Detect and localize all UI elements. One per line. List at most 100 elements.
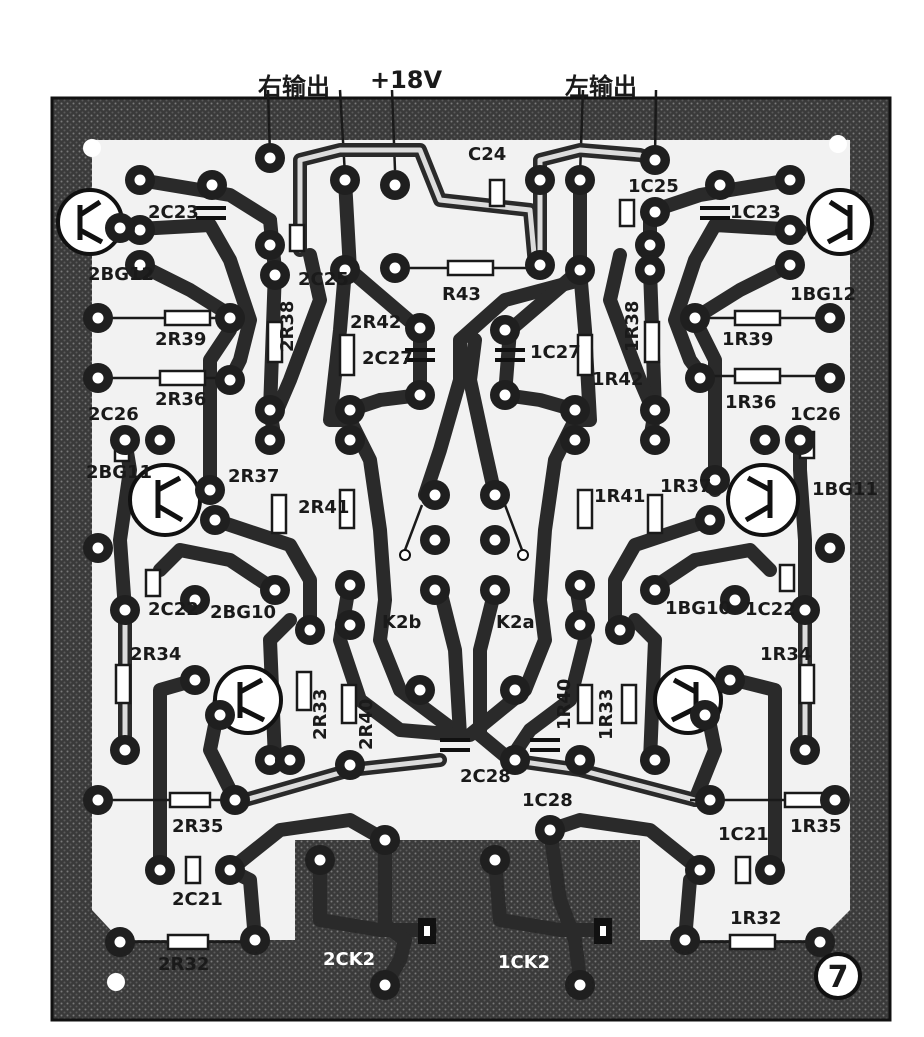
label-k2b: K2b xyxy=(382,612,421,633)
pad-hole xyxy=(534,174,546,186)
pad-hole xyxy=(339,174,351,186)
supply-voltage-label: +18V xyxy=(370,66,443,94)
pad-hole xyxy=(724,674,736,686)
label-2r34: 2R34 xyxy=(130,644,181,665)
pad-hole xyxy=(119,744,131,756)
pad-hole xyxy=(344,404,356,416)
component-labels-right: 1C23 1C25 1BG12 1R39 1R36 1C26 1R42 1C27… xyxy=(496,176,878,973)
label-1c22: 1C22 xyxy=(745,599,796,620)
pad-hole xyxy=(694,372,706,384)
pad-hole xyxy=(229,794,241,806)
label-2r40: 2R40 xyxy=(356,699,377,750)
label-1bg11: 1BG11 xyxy=(812,479,878,500)
label-2bg11: 2BG11 xyxy=(86,462,152,483)
pad-hole xyxy=(429,584,441,596)
label-1c21: 1C21 xyxy=(718,824,769,845)
label-1r32: 1R32 xyxy=(730,908,781,929)
mounting-hole-bl xyxy=(107,973,125,991)
pad-hole xyxy=(249,934,261,946)
label-1c26: 1C26 xyxy=(790,404,841,425)
pad-hole xyxy=(784,224,796,236)
pad-hole xyxy=(114,222,126,234)
capacitors xyxy=(196,206,730,752)
label-1c28: 1C28 xyxy=(522,790,573,811)
pad-hole xyxy=(154,864,166,876)
label-2bg10: 2BG10 xyxy=(210,602,276,623)
pad-hole xyxy=(224,312,236,324)
pad-hole xyxy=(799,604,811,616)
pad-hole xyxy=(699,709,711,721)
pad-hole xyxy=(569,434,581,446)
pad-hole xyxy=(499,324,511,336)
pad-hole xyxy=(304,624,316,636)
jack-blocks xyxy=(418,918,612,944)
label-2r38: 2R38 xyxy=(277,301,298,352)
pad-hole xyxy=(704,794,716,806)
label-1r36: 1R36 xyxy=(725,392,776,413)
pad-hole xyxy=(189,674,201,686)
pad-hole xyxy=(214,709,226,721)
label-2c22: 2C22 xyxy=(148,599,199,620)
label-1r39: 1R39 xyxy=(722,329,773,350)
pad-hole xyxy=(344,619,356,631)
pad-hole xyxy=(489,534,501,546)
pad-hole xyxy=(704,514,716,526)
pad-hole xyxy=(574,979,586,991)
mounting-hole-tr xyxy=(829,135,847,153)
label-1r40: 1R40 xyxy=(554,679,575,730)
pad-hole xyxy=(269,269,281,281)
pad-hole xyxy=(824,542,836,554)
pad-hole xyxy=(649,206,661,218)
pad-hole xyxy=(709,474,721,486)
left-output-label: 左输出 xyxy=(565,73,637,101)
pad-hole xyxy=(574,174,586,186)
pad-hole xyxy=(189,594,201,606)
pad-hole xyxy=(344,759,356,771)
pad-hole xyxy=(92,312,104,324)
pad-hole xyxy=(714,179,726,191)
label-2c23: 2C23 xyxy=(148,202,199,223)
pad-hole xyxy=(574,264,586,276)
pad-hole xyxy=(134,174,146,186)
pad-hole xyxy=(729,594,741,606)
label-2r32: 2R32 xyxy=(158,954,209,975)
pad-hole xyxy=(679,934,691,946)
pad-hole xyxy=(799,744,811,756)
pad-hole xyxy=(92,542,104,554)
pad-hole xyxy=(509,754,521,766)
label-2r33: 2R33 xyxy=(310,689,331,740)
board-number: 7 xyxy=(828,960,849,995)
pad-hole xyxy=(379,979,391,991)
pad-hole xyxy=(574,579,586,591)
pad-hole xyxy=(92,372,104,384)
pad-hole xyxy=(264,434,276,446)
pad-hole xyxy=(824,372,836,384)
label-2c26: 2C26 xyxy=(88,404,139,425)
pad-hole xyxy=(134,224,146,236)
pad-hole xyxy=(206,179,218,191)
pad-hole xyxy=(489,489,501,501)
pad-hole xyxy=(154,434,166,446)
label-1bg12: 1BG12 xyxy=(790,284,856,305)
pad-hole xyxy=(764,864,776,876)
pad-hole xyxy=(264,404,276,416)
pad-hole xyxy=(649,754,661,766)
pad-hole xyxy=(644,239,656,251)
pad-hole xyxy=(379,834,391,846)
pad-hole xyxy=(344,579,356,591)
label-k2a: K2a xyxy=(496,612,535,633)
pad-hole xyxy=(649,154,661,166)
pad-hole xyxy=(119,434,131,446)
board-number-badge: 7 xyxy=(814,952,862,1000)
label-1c27: 1C27 xyxy=(530,342,581,363)
pad-hole xyxy=(414,389,426,401)
pad-hole xyxy=(614,624,626,636)
pad-hole xyxy=(544,824,556,836)
pad-hole xyxy=(314,854,326,866)
pad-hole xyxy=(224,864,236,876)
label-1r33: 1R33 xyxy=(596,689,617,740)
label-2c25: 2C25 xyxy=(298,269,349,290)
label-1r38: 1R38 xyxy=(622,301,643,352)
mounting-hole-tl xyxy=(83,139,101,157)
